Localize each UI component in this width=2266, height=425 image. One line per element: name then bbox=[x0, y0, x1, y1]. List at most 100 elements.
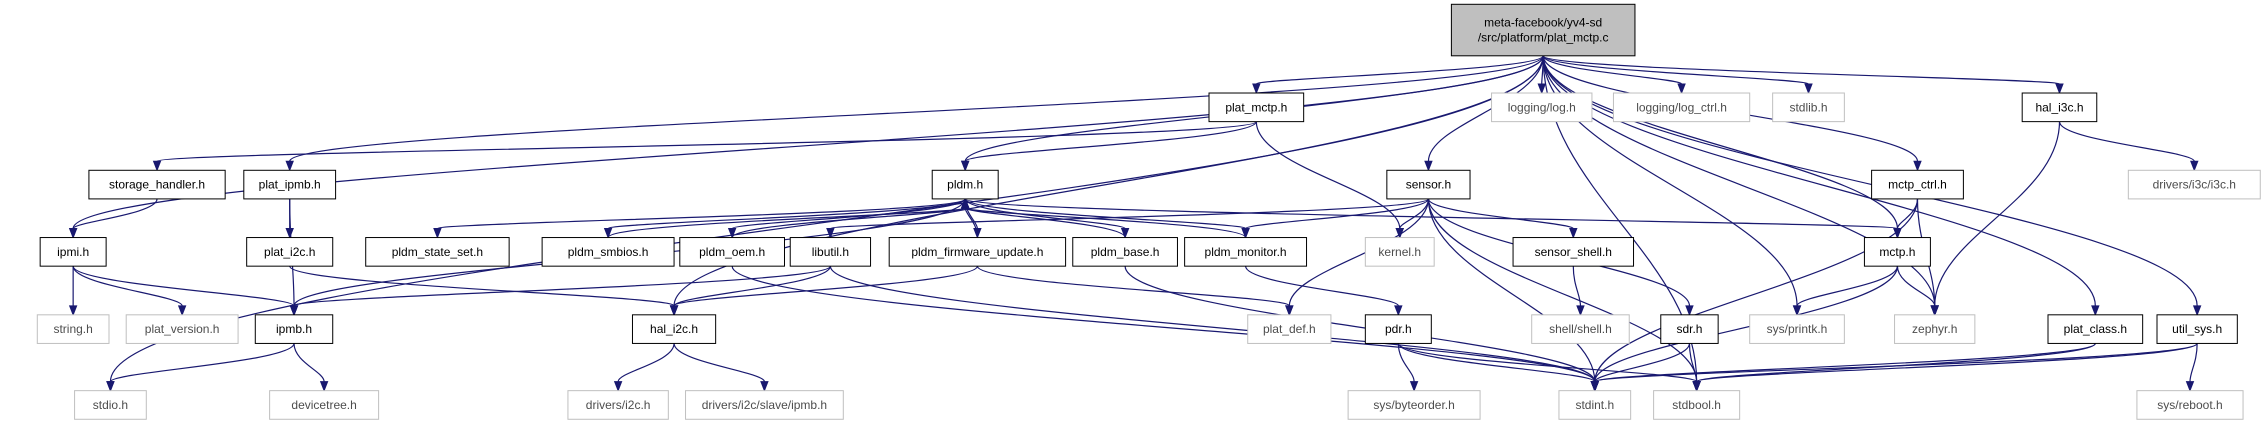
edge-mctp_ctrl-to-stdint bbox=[1590, 198, 1919, 393]
node-label: stdio.h bbox=[93, 398, 128, 412]
node-mctp-ctrl[interactable]: mctp_ctrl.h bbox=[1871, 169, 1964, 200]
node-sys-reboot: sys/reboot.h bbox=[2136, 390, 2244, 420]
node-label: mctp_ctrl.h bbox=[1888, 178, 1947, 192]
edge-sensor-to-plat_def bbox=[1285, 198, 1430, 317]
node-label: pldm_smbios.h bbox=[568, 245, 649, 259]
edge-pldm_oem-to-stdint bbox=[731, 266, 1600, 393]
node-kernel: kernel.h bbox=[1364, 237, 1435, 267]
node-label: util_sys.h bbox=[2172, 322, 2222, 336]
node-label: hal_i2c.h bbox=[650, 322, 698, 336]
node-label: pldm_base.h bbox=[1091, 245, 1160, 259]
node-label: pldm_state_set.h bbox=[392, 245, 483, 259]
node-label: logging/log.h bbox=[1508, 100, 1576, 114]
node-ipmi[interactable]: ipmi.h bbox=[39, 237, 107, 267]
edge-ipmi-to-plat_version bbox=[72, 265, 187, 317]
edge-storage_handler-to-ipmi bbox=[68, 198, 158, 239]
edge-sensor-to-libutil bbox=[826, 198, 1430, 239]
node-label: pldm_monitor.h bbox=[1205, 245, 1287, 259]
node-label: plat_mctp.h bbox=[1225, 100, 1287, 114]
node-ipmb[interactable]: ipmb.h bbox=[254, 314, 334, 344]
node-hal-i3c[interactable]: hal_i3c.h bbox=[2021, 92, 2098, 123]
edge-ipmi-to-string bbox=[68, 266, 78, 317]
node-drivers-i3c: drivers/i3c/i3c.h bbox=[2127, 169, 2261, 200]
node-plat-def: plat_def.h bbox=[1247, 314, 1332, 344]
node-plat-i2c[interactable]: plat_i2c.h bbox=[246, 237, 334, 267]
node-pldm-oem[interactable]: pldm_oem.h bbox=[679, 237, 785, 267]
edge-plat_mctp-to-kernel bbox=[1255, 121, 1404, 239]
node-label: mctp.h bbox=[1879, 245, 1915, 259]
edge-util_sys-to-stdint bbox=[1590, 342, 2198, 393]
node-util-sys[interactable]: util_sys.h bbox=[2156, 314, 2238, 344]
edge-pldm-to-pldm_base bbox=[964, 198, 1130, 239]
edge-mctp-to-zephyr bbox=[1896, 266, 1939, 317]
edge-plat_mctp-to-storage_handler bbox=[152, 121, 1257, 172]
node-label: pldm_oem.h bbox=[699, 245, 765, 259]
node-sys-printk: sys/printk.h bbox=[1749, 314, 1845, 344]
edge-main-to-stdlib bbox=[1542, 55, 1813, 95]
node-plat-class[interactable]: plat_class.h bbox=[2047, 314, 2144, 344]
node-main[interactable]: meta-facebook/yv4-sd/src/platform/plat_m… bbox=[1450, 3, 1636, 57]
node-pldm-monitor[interactable]: pldm_monitor.h bbox=[1184, 237, 1308, 267]
edge-pldm-to-pldm_oem bbox=[727, 198, 966, 239]
node-stdio: stdio.h bbox=[74, 390, 147, 420]
node-label: pldm_firmware_update.h bbox=[911, 245, 1043, 259]
edge-pldm_firmware_update-to-plat_def bbox=[976, 265, 1294, 317]
node-sdr[interactable]: sdr.h bbox=[1660, 314, 1719, 344]
edge-pdr-to-stdbool bbox=[1397, 342, 1701, 393]
node-pldm-firmware-update[interactable]: pldm_firmware_update.h bbox=[888, 237, 1067, 267]
node-sys-byteorder: sys/byteorder.h bbox=[1347, 390, 1481, 420]
node-label: sys/printk.h bbox=[1767, 322, 1828, 336]
node-mctp[interactable]: mctp.h bbox=[1863, 237, 1931, 267]
node-pldm-base[interactable]: pldm_base.h bbox=[1072, 237, 1178, 267]
node-pldm[interactable]: pldm.h bbox=[931, 169, 999, 200]
edge-main-to-mctp bbox=[1542, 55, 1902, 239]
edge-sensor_shell-to-shell_shell bbox=[1572, 266, 1585, 317]
node-label: stdint.h bbox=[1575, 398, 1614, 412]
edge-mctp-to-sys_printk bbox=[1792, 265, 1899, 317]
edge-sdr-to-stdint bbox=[1590, 343, 1691, 393]
node-label: sys/reboot.h bbox=[2157, 398, 2222, 412]
nodes-layer: meta-facebook/yv4-sd/src/platform/plat_m… bbox=[36, 3, 2261, 420]
edge-main-to-plat_ipmb bbox=[285, 55, 1544, 172]
node-label: zephyr.h bbox=[1912, 322, 1957, 336]
edge-plat_class-to-stdbool bbox=[1692, 342, 2096, 393]
node-label: sdr.h bbox=[1676, 322, 1702, 336]
edge-hal_i2c-to-drivers_i2c_slave_ipmb bbox=[673, 343, 769, 393]
node-label: ipmi.h bbox=[57, 245, 89, 259]
node-stdbool: stdbool.h bbox=[1653, 390, 1741, 420]
edge-pldm_monitor-to-pldm bbox=[960, 197, 1247, 239]
edge-main-to-sensor bbox=[1424, 55, 1544, 172]
node-plat-mctp[interactable]: plat_mctp.h bbox=[1208, 92, 1305, 123]
edge-plat_class-to-stdint bbox=[1590, 342, 2096, 393]
node-label: storage_handler.h bbox=[109, 178, 205, 192]
edge-pldm_firmware_update-to-hal_i2c bbox=[669, 265, 978, 317]
edge-pldm_monitor-to-pdr bbox=[1244, 265, 1403, 317]
node-pldm-smbios[interactable]: pldm_smbios.h bbox=[541, 237, 675, 267]
edge-ipmb-to-devicetree bbox=[293, 343, 329, 393]
node-label: drivers/i2c/slave/ipmb.h bbox=[702, 398, 827, 412]
edge-pldm-to-pldm_state_set bbox=[433, 198, 966, 239]
node-stdlib: stdlib.h bbox=[1772, 92, 1845, 123]
node-storage-handler[interactable]: storage_handler.h bbox=[88, 169, 226, 200]
node-libutil[interactable]: libutil.h bbox=[789, 237, 872, 267]
node-label: kernel.h bbox=[1378, 245, 1421, 259]
node-hal-i2c[interactable]: hal_i2c.h bbox=[631, 314, 717, 344]
node-drivers-i2c: drivers/i2c.h bbox=[567, 390, 669, 420]
node-label: plat_version.h bbox=[145, 322, 220, 336]
node-string: string.h bbox=[36, 314, 110, 344]
node-logging-log: logging/log.h bbox=[1491, 92, 1593, 123]
edge-main-to-hal_i3c bbox=[1542, 55, 2064, 95]
node-pldm-state-set[interactable]: pldm_state_set.h bbox=[365, 237, 510, 267]
edge-plat_i2c-to-hal_i2c bbox=[289, 265, 679, 317]
node-sensor[interactable]: sensor.h bbox=[1386, 169, 1471, 200]
node-pdr[interactable]: pdr.h bbox=[1364, 314, 1432, 344]
node-plat-ipmb[interactable]: plat_ipmb.h bbox=[243, 169, 337, 200]
edge-hal_i2c-to-drivers_i2c bbox=[613, 343, 675, 393]
node-sensor-shell[interactable]: sensor_shell.h bbox=[1512, 237, 1635, 267]
node-plat-version: plat_version.h bbox=[125, 314, 239, 344]
node-label: stdbool.h bbox=[1672, 398, 1721, 412]
node-label: plat_i2c.h bbox=[264, 245, 315, 259]
edge-hal_i3c-to-zephyr bbox=[1930, 121, 2061, 317]
node-label: pdr.h bbox=[1385, 322, 1412, 336]
